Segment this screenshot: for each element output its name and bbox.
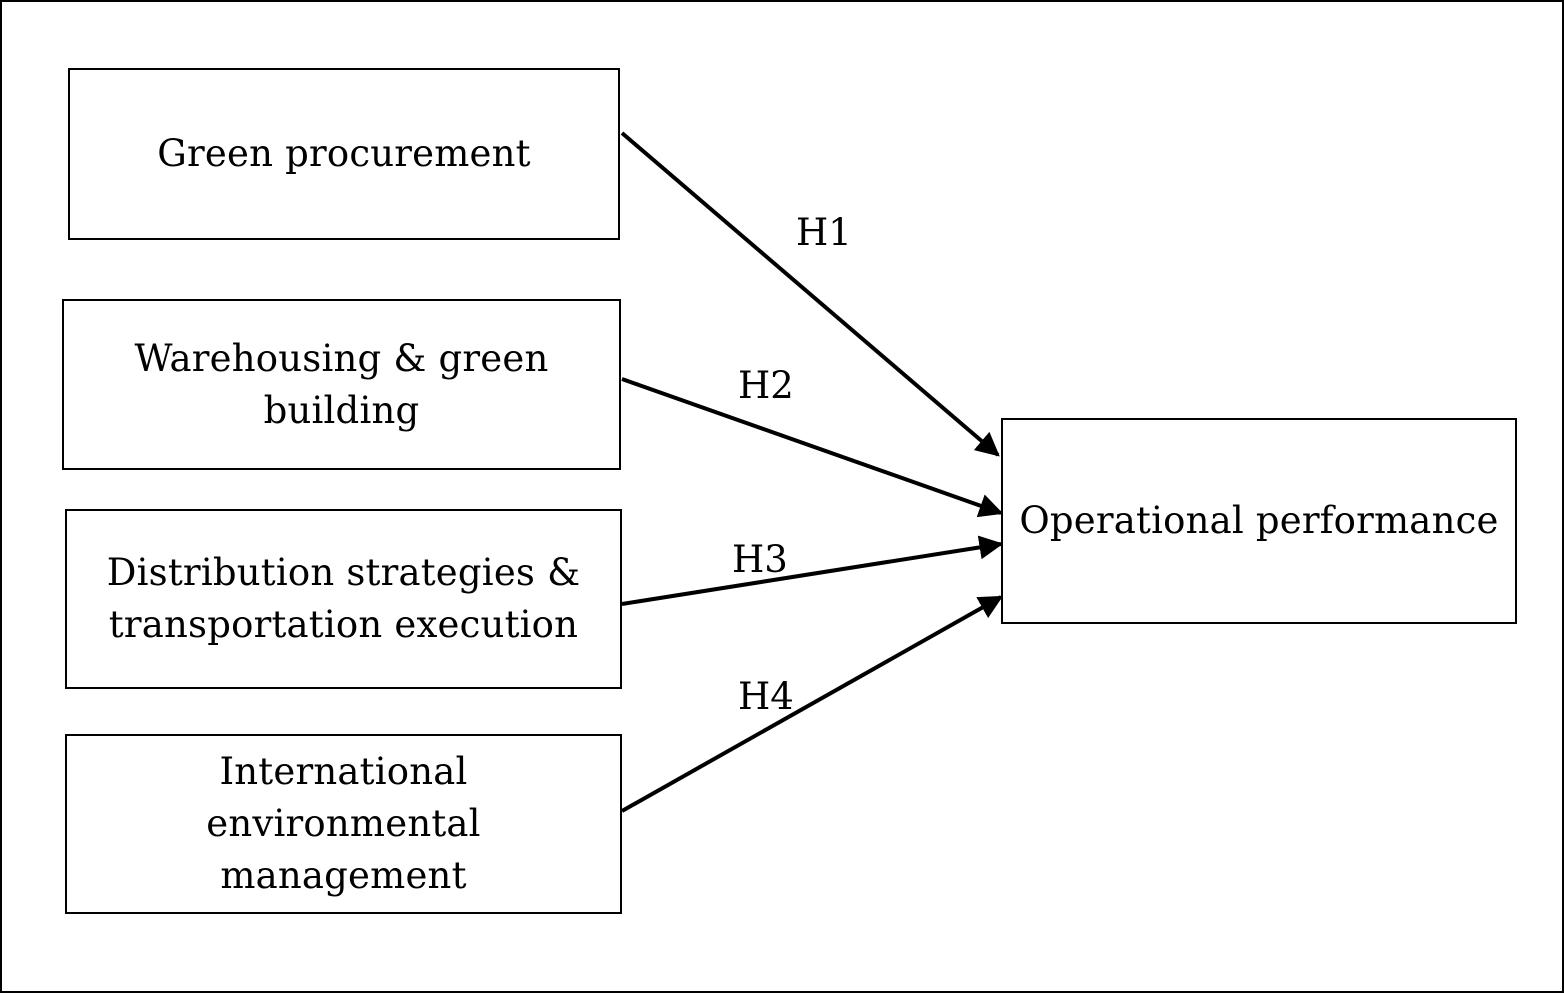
distribution-transportation-box: Distribution strategies & transportation… — [65, 509, 622, 689]
arrow-h3 — [621, 535, 1004, 606]
green-procurement-box: Green procurement — [68, 68, 620, 240]
green-procurement-label: Green procurement — [157, 132, 531, 175]
international-environmental-management-label: International environmental management — [206, 750, 481, 897]
warehousing-green-building-box: Warehousing & green building — [62, 299, 621, 470]
warehousing-green-building-label: Warehousing & green building — [134, 336, 549, 432]
international-environmental-management-box: International environmental management — [65, 734, 622, 914]
distribution-transportation-label: Distribution strategies & transportation… — [106, 551, 581, 646]
operational-performance-label: Operational performance — [1019, 499, 1499, 542]
arrow-h1 — [620, 131, 1000, 457]
hypothesis-label-h2: H2 — [738, 364, 794, 407]
operational-performance-box: Operational performance — [1001, 418, 1517, 624]
hypothesis-label-h4: H4 — [738, 675, 794, 718]
arrow-h4 — [621, 595, 1004, 813]
hypothesis-label-h3: H3 — [732, 538, 788, 581]
arrow-h2 — [621, 377, 1004, 518]
hypothesis-label-h1: H1 — [796, 211, 852, 254]
